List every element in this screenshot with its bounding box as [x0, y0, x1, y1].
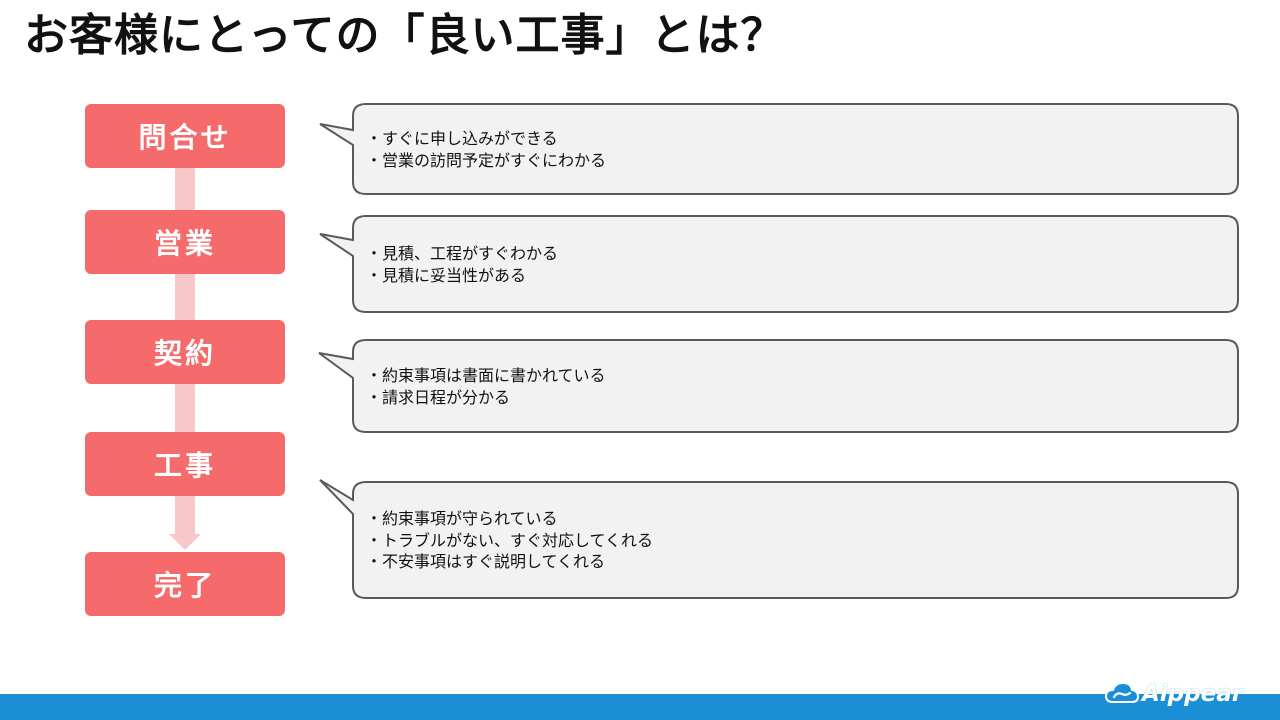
- page-title: お客様にとっての「良い工事」とは？: [24, 10, 786, 61]
- footer-bar: [0, 694, 1280, 720]
- cloud-icon: [1104, 681, 1140, 703]
- bubble-construction-shape: [319, 479, 1239, 599]
- bubble-line: ・見積、工程がすぐわかる: [366, 244, 559, 263]
- bubble-line: ・営業の訪問予定がすぐにわかる: [366, 150, 607, 170]
- step-contract: 契約: [85, 320, 285, 384]
- logo-text: Aippear: [1142, 681, 1244, 707]
- step-sales: 営業: [85, 210, 285, 274]
- bubble-inquiry-shape: [319, 103, 1239, 195]
- bubble-line: ・請求日程が分かる: [366, 387, 511, 407]
- step-completion: 完了: [85, 552, 285, 616]
- step-construction: 工事: [85, 432, 285, 496]
- bubble-line: ・すぐに申し込みができる: [366, 129, 558, 148]
- bubble-line: ・トラブルがない、すぐ対応してくれる: [366, 530, 654, 550]
- bubble-inquiry-text: ・すぐに申し込みができる ・営業の訪問予定がすぐにわかる: [366, 128, 1226, 171]
- bubble-contract-text: ・約束事項は書面に書かれている ・請求日程が分かる: [366, 365, 1226, 408]
- bubble-contract-shape: [318, 339, 1239, 433]
- bubble-construction-text: ・約束事項が守られている ・トラブルがない、すぐ対応してくれる ・不安事項はすぐ…: [366, 508, 1226, 573]
- brand-logo: Aippear: [1104, 678, 1243, 710]
- bubble-line: ・不安事項はすぐ説明してくれる: [366, 552, 606, 571]
- bubble-sales-shape: [319, 215, 1239, 313]
- flow-arrow-head: [169, 534, 201, 550]
- bubble-sales-text: ・見積、工程がすぐわかる ・見積に妥当性がある: [366, 243, 1226, 286]
- step-inquiry: 問合せ: [85, 104, 285, 168]
- bubble-line: ・約束事項は書面に書かれている: [366, 366, 606, 385]
- bubble-line: ・約束事項が守られている: [366, 509, 558, 528]
- bubble-line: ・見積に妥当性がある: [366, 265, 527, 285]
